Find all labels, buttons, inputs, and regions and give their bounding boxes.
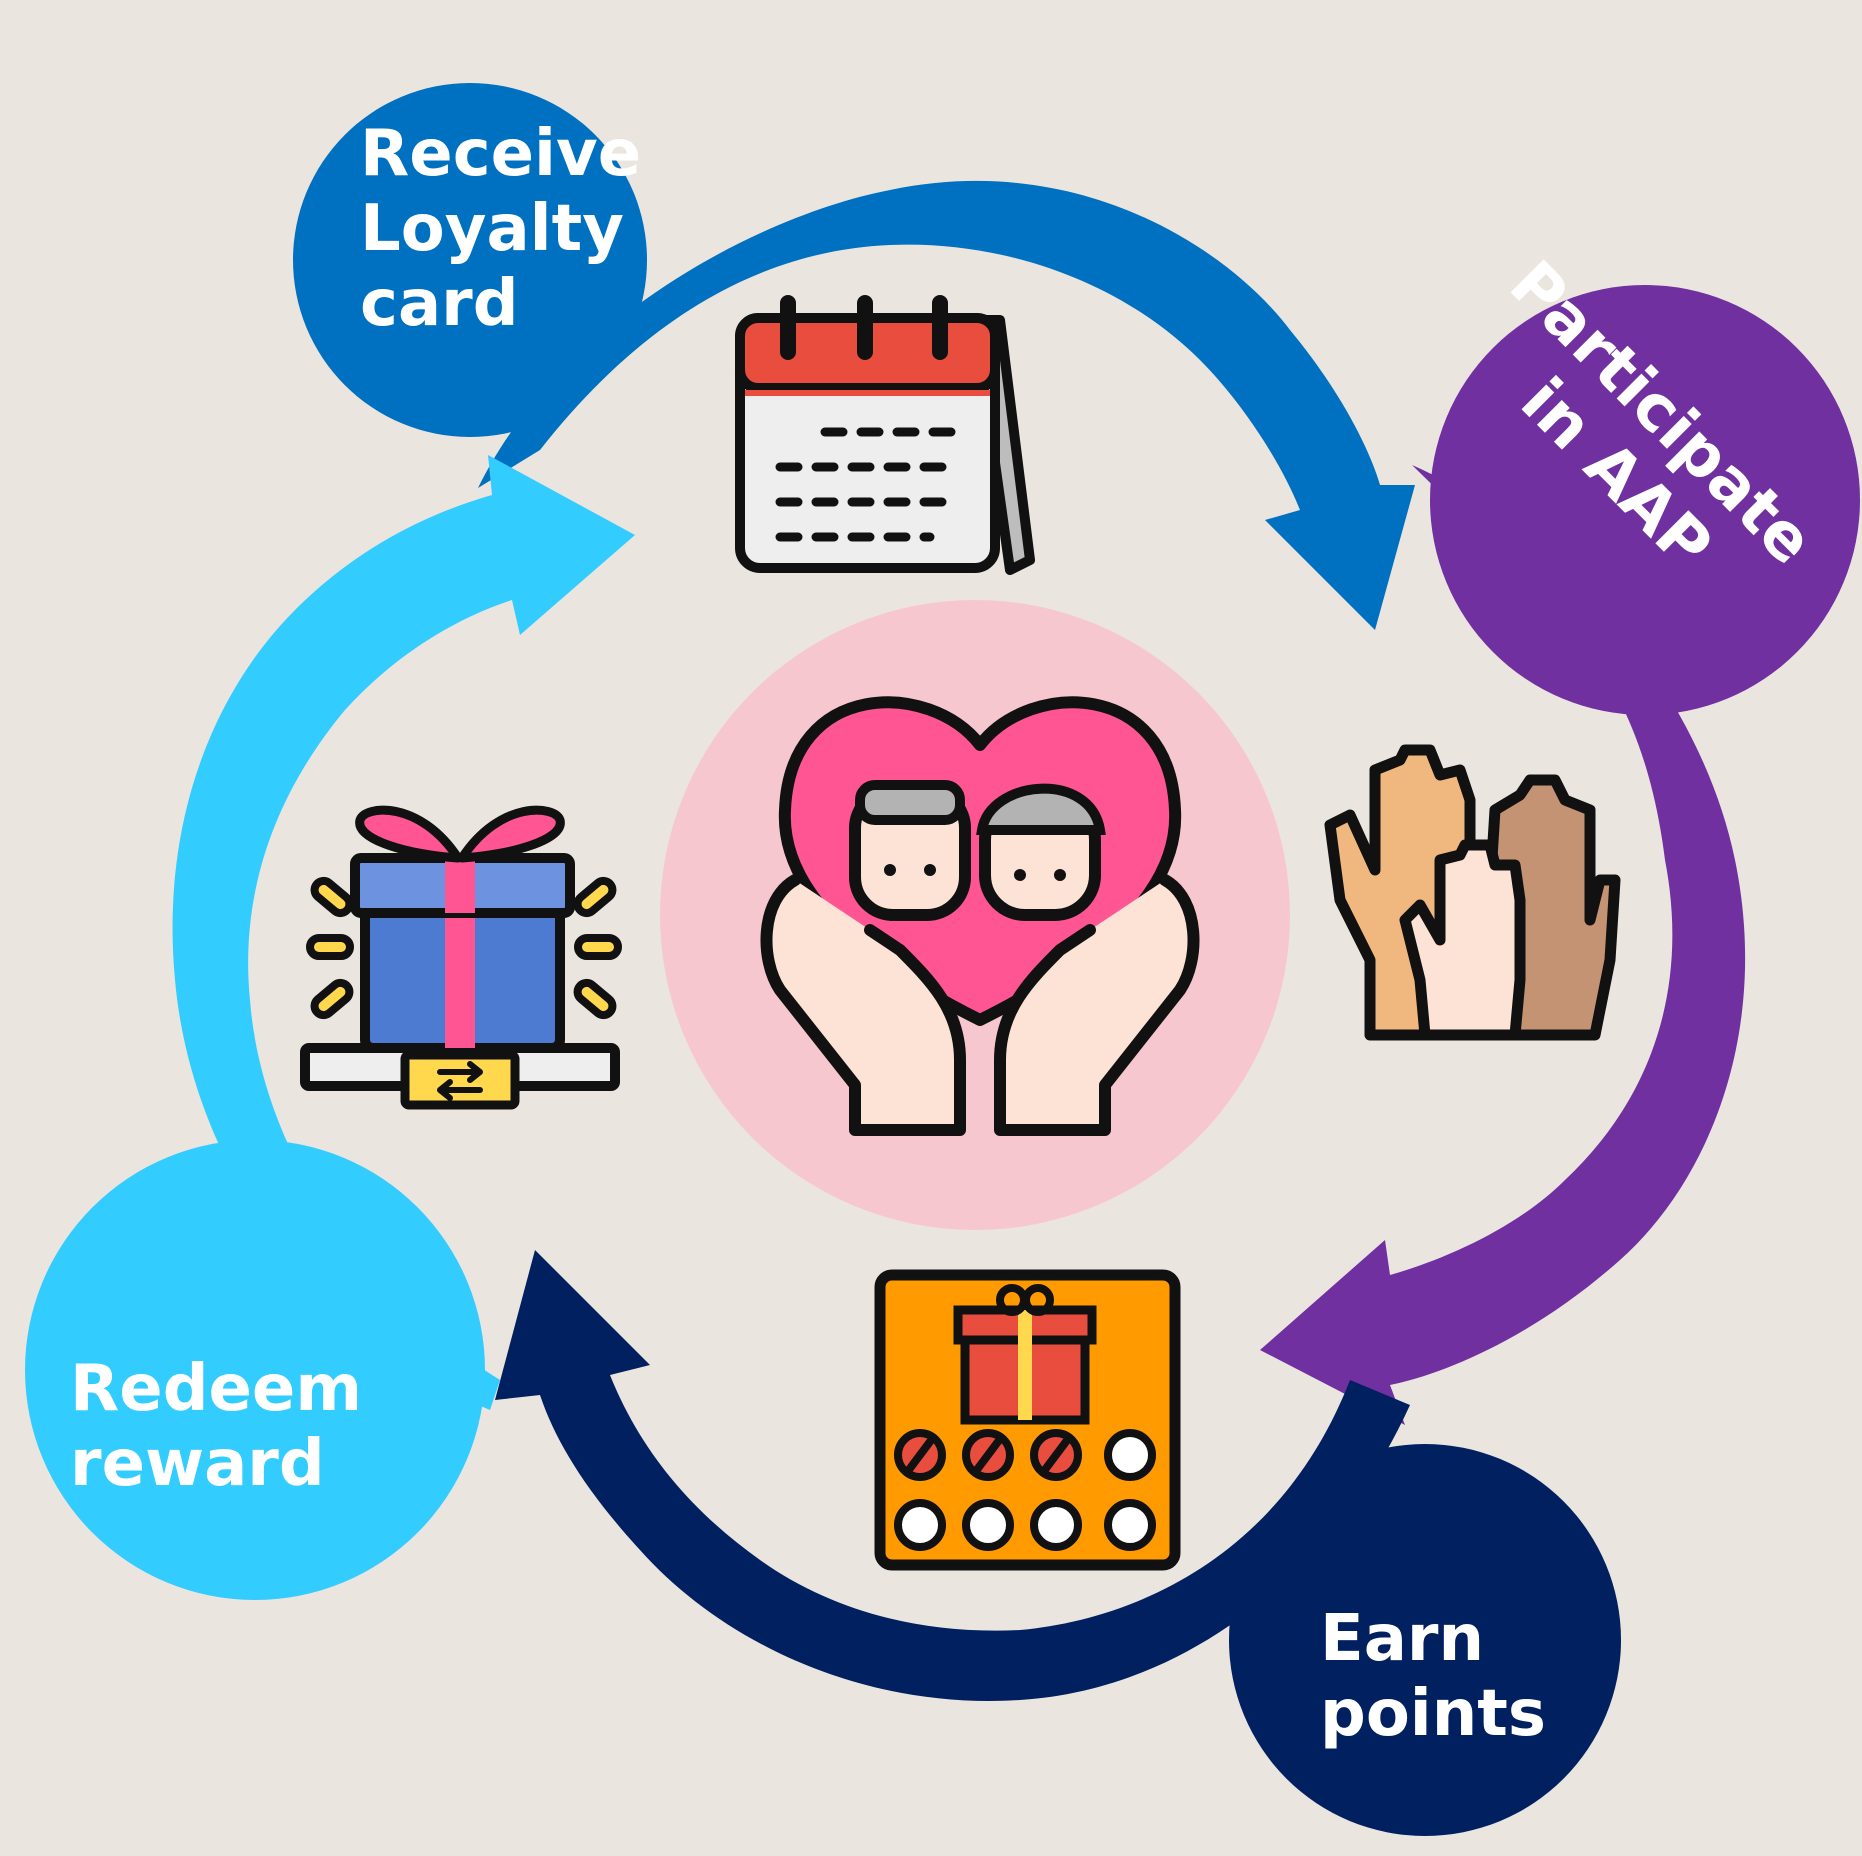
cycle-arrows bbox=[25, 83, 1860, 1836]
participate-bubble bbox=[1430, 285, 1860, 715]
receive-bubble bbox=[293, 83, 647, 437]
gift-icon bbox=[300, 805, 622, 1110]
step-label-earn: Earn points bbox=[1320, 1602, 1546, 1751]
step-label-redeem: Redeem reward bbox=[70, 1352, 384, 1501]
arrow-receive-to-participate bbox=[293, 83, 1415, 630]
calendar-icon bbox=[735, 295, 1035, 575]
redeem-bubble bbox=[25, 1140, 485, 1600]
arrow-participate-to-earn bbox=[1260, 285, 1860, 1425]
earn-bubble bbox=[1229, 1444, 1621, 1836]
arrow-redeem-to-receive bbox=[25, 455, 635, 1600]
heart-elderly-couple-hands-icon bbox=[660, 600, 1290, 1230]
step-label-receive: Receive Loyalty card bbox=[360, 117, 663, 341]
stamp-card-icon bbox=[874, 1269, 1181, 1571]
arrow-earn-to-redeem bbox=[495, 1250, 1621, 1836]
raised-hands-icon bbox=[1324, 744, 1621, 1041]
